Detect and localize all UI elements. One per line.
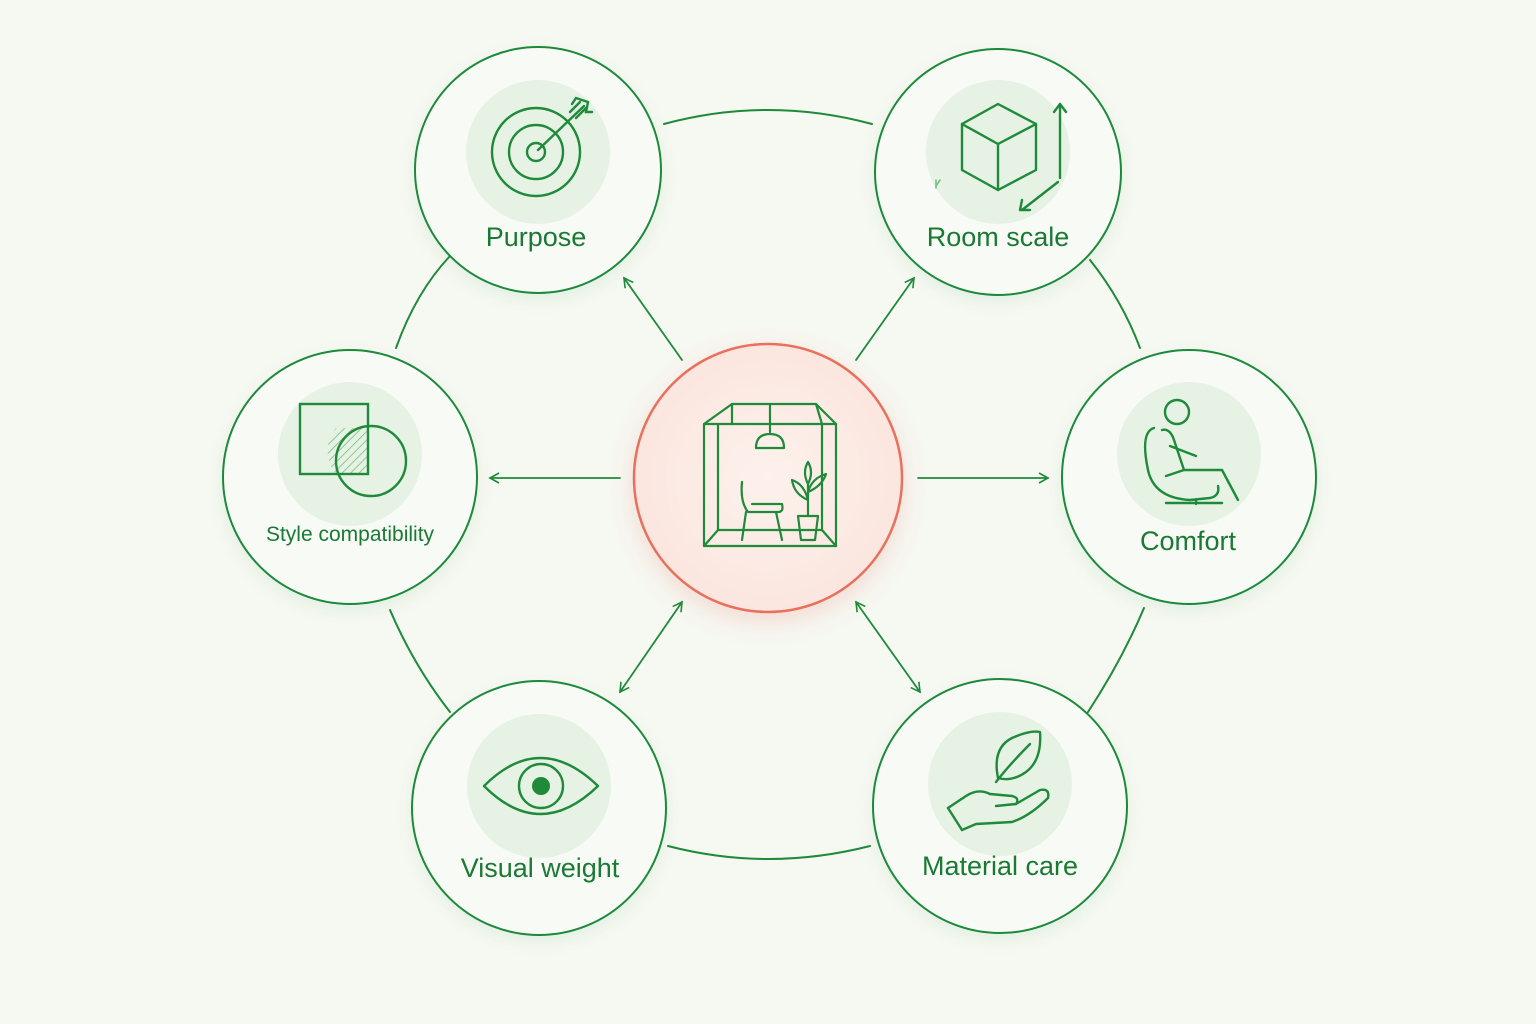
arc-comfort-materialcare [1087, 607, 1145, 713]
material-care-label: Material care [922, 851, 1078, 881]
comfort-label: Comfort [1140, 526, 1237, 556]
arrow-to-room-scale [855, 276, 915, 361]
node-comfort: Comfort [1061, 349, 1317, 605]
hand-leaf-icon [946, 730, 1050, 832]
arc-roomscale-comfort [1089, 259, 1141, 349]
arrow-material-care-bidirectional [855, 600, 921, 694]
person-armchair-icon [1143, 398, 1240, 506]
purpose-label: Purpose [486, 222, 587, 252]
spoke-arrows [488, 276, 1050, 694]
arc-purpose-roomscale [663, 109, 873, 125]
style-compatibility-label: Style compatibility [266, 523, 435, 546]
arc-visualweight-style [389, 609, 451, 713]
node-material-care: Material care [872, 678, 1128, 934]
node-style-compatibility: Style compatibility [222, 349, 478, 605]
target-arrow-icon [490, 96, 594, 198]
node-purpose: Purpose [414, 46, 662, 294]
material-care-icon-bg [928, 712, 1072, 856]
arrow-visual-weight-bidirectional [619, 600, 683, 694]
center-node [632, 342, 904, 614]
visual-weight-label: Visual weight [461, 853, 620, 883]
node-room-scale: Room scale [874, 48, 1122, 296]
arc-style-purpose [395, 255, 451, 349]
greenhouse-room-icon [702, 402, 838, 548]
arrow-to-purpose [623, 276, 683, 361]
outer-ring-connectors [389, 109, 1145, 860]
room-scale-label: Room scale [927, 222, 1070, 252]
node-visual-weight: Visual weight [411, 680, 667, 936]
overlap-shapes-icon [298, 402, 408, 498]
eye-icon [482, 756, 600, 816]
cube-dimension-icon [935, 102, 1068, 212]
arc-materialcare-visualweight [667, 845, 871, 860]
